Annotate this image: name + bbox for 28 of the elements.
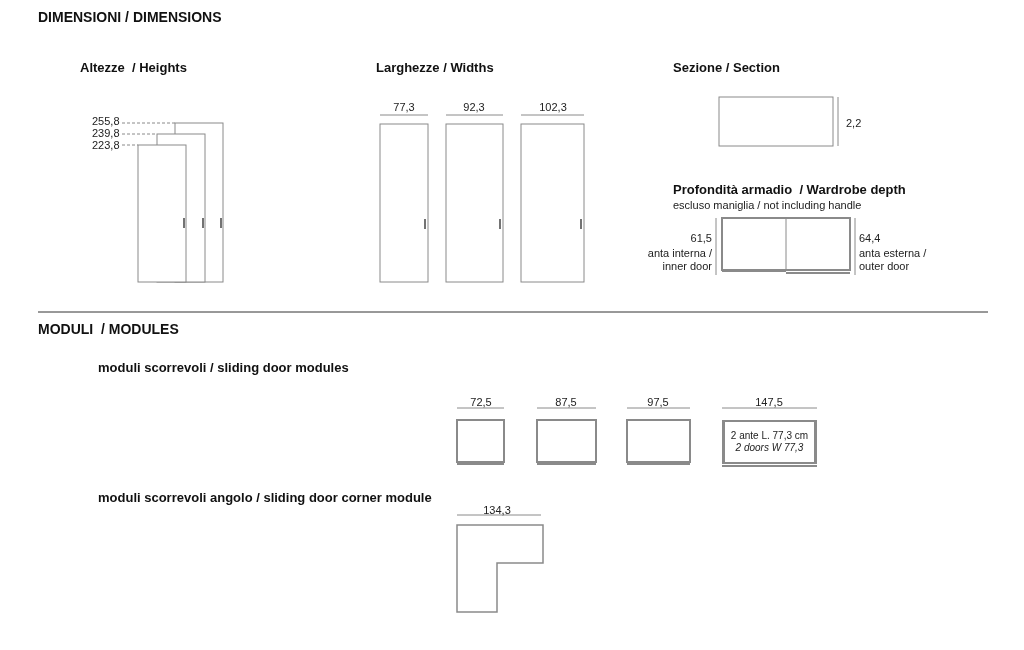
subsection-heading: moduli scorrevoli angolo / sliding door corner module: [98, 489, 432, 507]
dimension-value: 239,8: [92, 127, 120, 141]
drawing-heading: Sezione / Section: [673, 59, 780, 77]
dimension-value: 102,3: [539, 100, 567, 115]
dimension-value: 97,5: [647, 395, 669, 410]
subsection-heading: moduli scorrevoli / sliding door modules: [98, 359, 349, 377]
dimension-value: 64,4: [859, 231, 881, 246]
dimension-value: 2,2: [846, 116, 862, 131]
door-label: anta esterna / outer door: [859, 247, 928, 273]
section-heading: MODULI / MODULES: [38, 320, 179, 339]
dimension-value: 147,5: [755, 395, 783, 410]
dimension-value: 134,3: [483, 503, 511, 518]
dimension-value: 77,3: [393, 100, 415, 115]
module-note: 2 ante L. 77,3 cm: [730, 430, 809, 442]
dimension-value: 87,5: [555, 395, 577, 410]
door-label: anta interna / inner door: [646, 247, 712, 273]
dimension-value: 72,5: [470, 395, 492, 410]
dimension-value: 223,8: [92, 139, 120, 153]
drawing-heading: Larghezze / Widths: [376, 59, 494, 77]
section-heading: DIMENSIONI / DIMENSIONS: [38, 8, 222, 27]
dimension-value: 61,5: [690, 231, 712, 246]
drawing-heading: Profondità armadio / Wardrobe depth: [673, 181, 906, 199]
note-text: escluso maniglia / not including handle: [673, 198, 862, 213]
module-box: [722, 420, 817, 464]
module-note: 2 doors W 77,3: [735, 442, 804, 454]
dimension-value: 255,8: [92, 114, 120, 129]
dimension-value: 92,3: [463, 100, 485, 115]
drawing-heading: Altezze / Heights: [80, 59, 187, 77]
